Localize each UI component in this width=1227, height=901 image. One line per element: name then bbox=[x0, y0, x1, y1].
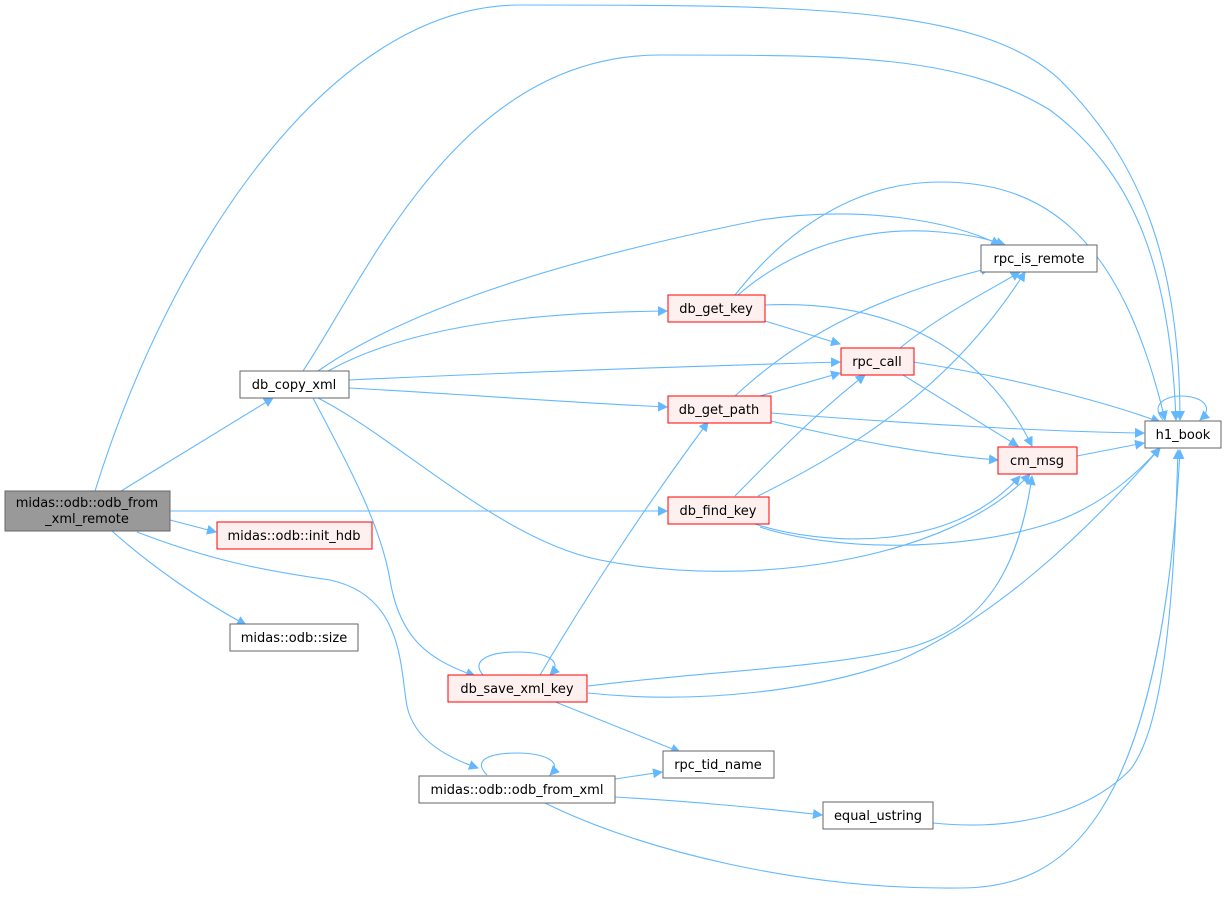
edge-rpc-call-to-cm-msg bbox=[902, 374, 1019, 447]
node-odb-from-xml-remote-line2: _xml_remote bbox=[44, 512, 129, 527]
edge-db-save-xml-key-to-rpc-tid-name bbox=[552, 700, 681, 754]
edge-root-to-db-copy-xml bbox=[120, 397, 274, 492]
edge-odb-from-xml-to-equal-ustring bbox=[614, 796, 823, 819]
node-equal-ustring[interactable]: equal_ustring bbox=[822, 801, 934, 830]
node-odb-from-xml-remote[interactable]: midas::odb::odb_from _xml_remote bbox=[4, 490, 171, 532]
edge-db-get-key-to-cm-msg bbox=[764, 304, 1033, 447]
node-cm-msg-label: cm_msg bbox=[1010, 454, 1064, 469]
edge-db-get-path-to-cm-msg bbox=[770, 420, 999, 465]
node-rpc-call[interactable]: rpc_call bbox=[840, 347, 915, 376]
node-db-get-key[interactable]: db_get_key bbox=[667, 294, 766, 323]
node-size[interactable]: midas::odb::size bbox=[229, 623, 359, 652]
edge-db-copy-xml-to-rpc-call bbox=[348, 357, 841, 381]
node-cm-msg[interactable]: cm_msg bbox=[997, 446, 1078, 475]
node-rpc-is-remote[interactable]: rpc_is_remote bbox=[980, 244, 1098, 273]
node-db-get-path[interactable]: db_get_path bbox=[667, 395, 772, 424]
edge-db-save-xml-key-to-self bbox=[478, 651, 560, 676]
edge-db-save-xml-key-to-h1-book bbox=[587, 447, 1161, 698]
edge-cm-msg-to-h1-book bbox=[1076, 439, 1145, 457]
edge-db-get-key-to-rpc-is-remote bbox=[737, 230, 1006, 296]
edge-h1-book-to-self bbox=[1157, 395, 1211, 421]
edge-db-copy-xml-to-db-save-xml-key bbox=[312, 397, 476, 678]
edge-db-find-key-to-rpc-call bbox=[734, 374, 866, 497]
node-size-label: midas::odb::size bbox=[241, 631, 347, 646]
node-init-hdb-label: midas::odb::init_hdb bbox=[227, 529, 360, 544]
edge-db-find-key-to-cm-msg bbox=[754, 475, 1021, 540]
edge-root-to-h1-book bbox=[94, 4, 1185, 492]
node-db-save-xml-key-label: db_save_xml_key bbox=[460, 682, 573, 697]
node-h1-book-label: h1_book bbox=[1156, 428, 1211, 443]
edge-db-save-xml-key-to-cm-msg bbox=[587, 475, 1036, 687]
edge-odb-from-xml-to-rpc-tid-name bbox=[614, 768, 663, 780]
node-odb-from-xml-label: midas::odb::odb_from_xml bbox=[431, 783, 604, 798]
edge-db-find-key-to-rpc-is-remote bbox=[757, 271, 1026, 497]
edge-root-to-init-hdb bbox=[169, 519, 217, 535]
node-init-hdb[interactable]: midas::odb::init_hdb bbox=[216, 521, 373, 550]
node-db-copy-xml-label: db_copy_xml bbox=[252, 378, 337, 393]
node-h1-book[interactable]: h1_book bbox=[1144, 420, 1222, 449]
node-db-copy-xml[interactable]: db_copy_xml bbox=[239, 370, 350, 399]
edge-db-get-path-to-rpc-call bbox=[759, 370, 841, 397]
edge-db-copy-xml-to-db-get-key bbox=[327, 306, 668, 372]
edge-db-copy-xml-to-db-get-path bbox=[348, 387, 668, 412]
edge-rpc-call-to-rpc-is-remote bbox=[899, 271, 1021, 349]
node-rpc-tid-name-label: rpc_tid_name bbox=[674, 758, 762, 773]
edge-equal-ustring-to-h1-book bbox=[932, 449, 1183, 826]
node-rpc-is-remote-label: rpc_is_remote bbox=[994, 252, 1085, 267]
edge-rpc-call-to-h1-book bbox=[912, 361, 1161, 424]
node-rpc-call-label: rpc_call bbox=[852, 355, 902, 370]
node-db-save-xml-key[interactable]: db_save_xml_key bbox=[447, 674, 588, 703]
edge-db-find-key-to-h1-book bbox=[759, 447, 1161, 546]
edge-db-save-xml-key-to-db-get-path bbox=[539, 421, 709, 676]
edge-db-get-key-to-h1-book bbox=[734, 181, 1168, 421]
edge-db-get-path-to-h1-book bbox=[770, 412, 1145, 438]
node-equal-ustring-label: equal_ustring bbox=[834, 809, 922, 824]
edge-odb-from-xml-to-h1-book bbox=[544, 449, 1185, 889]
node-db-find-key[interactable]: db_find_key bbox=[667, 496, 770, 525]
edge-root-to-odb-from-xml bbox=[136, 531, 479, 770]
edge-root-to-size bbox=[111, 530, 247, 626]
edge-db-get-path-to-rpc-is-remote bbox=[734, 265, 991, 397]
edge-db-copy-xml-to-rpc-is-remote bbox=[317, 213, 1001, 372]
edge-db-copy-xml-to-h1-book bbox=[302, 54, 1181, 421]
edge-db-get-key-to-rpc-call bbox=[764, 320, 841, 347]
node-db-get-key-label: db_get_key bbox=[679, 302, 753, 317]
node-db-find-key-label: db_find_key bbox=[680, 504, 757, 519]
node-odb-from-xml[interactable]: midas::odb::odb_from_xml bbox=[418, 775, 616, 804]
node-db-get-path-label: db_get_path bbox=[679, 403, 759, 418]
edge-odb-from-xml-to-self bbox=[480, 752, 560, 776]
node-rpc-tid-name[interactable]: rpc_tid_name bbox=[662, 750, 775, 779]
node-odb-from-xml-remote-line1: midas::odb::odb_from bbox=[16, 496, 158, 511]
